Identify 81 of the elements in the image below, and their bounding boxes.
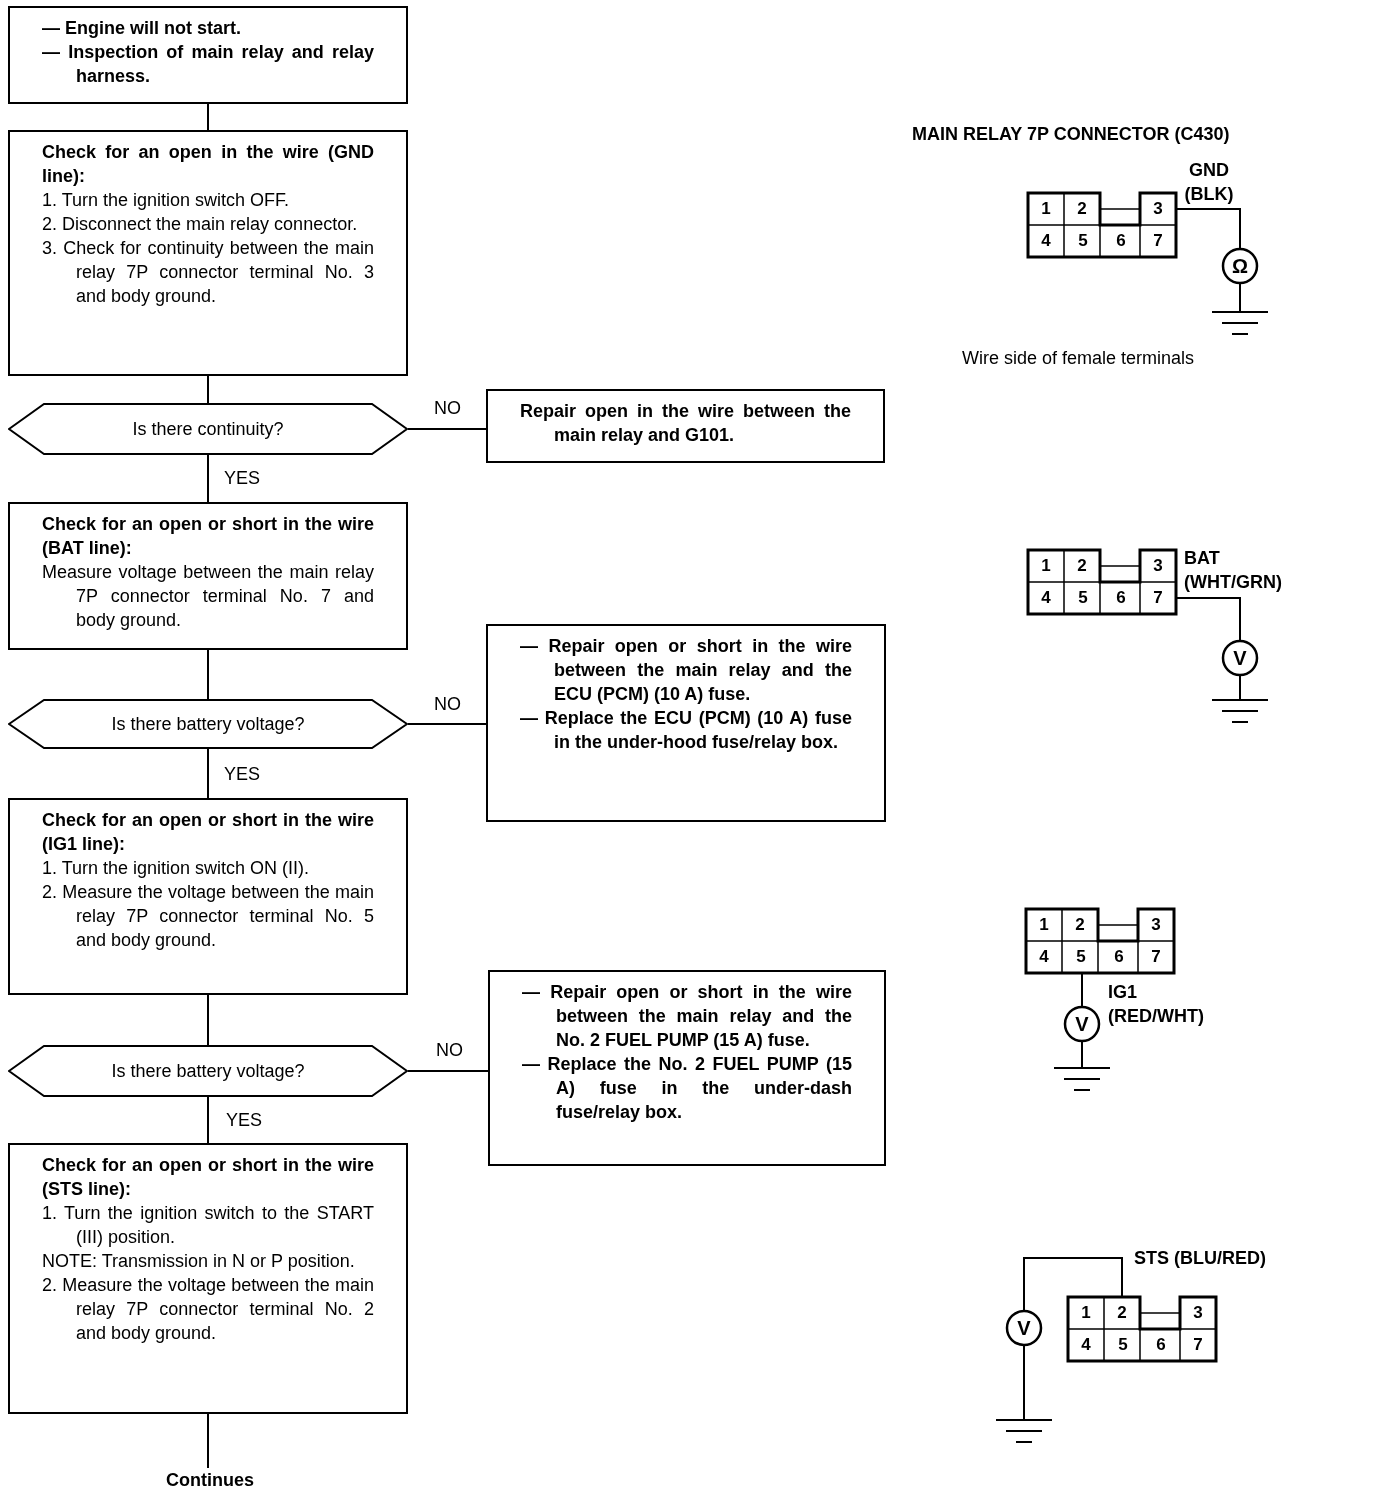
connector-line <box>207 1096 209 1144</box>
instruction-text: — Replace the ECU (PCM) (10 A) fuse in the under-hood fuse/relay box. <box>520 707 852 754</box>
instruction-text: — Inspection of main relay and relay harness. <box>42 41 374 88</box>
pin-number: 3 <box>1150 915 1162 935</box>
question-text: Is there battery voltage? <box>111 713 305 735</box>
pin-number: 7 <box>1192 1335 1204 1355</box>
pin-number: 7 <box>1152 231 1164 251</box>
connector-line <box>407 723 487 725</box>
question-text: Is there battery voltage? <box>111 1060 305 1082</box>
repair-box <box>8 6 408 104</box>
instruction-text: — Repair open or short in the wire between the main relay and the No. 2 FUEL PUMP (15 A) fuse. <box>522 981 852 1052</box>
connector-line <box>407 428 487 430</box>
heading-text: Check for an open or short in the wire (BAT line): <box>42 513 374 560</box>
check-box <box>8 798 408 995</box>
step-text: 2. Measure the voltage between the main relay 7P connector terminal No. 5 and body ground. <box>42 881 374 952</box>
repair-box <box>486 389 885 463</box>
check-box <box>8 1143 408 1414</box>
meter-label: V <box>1016 1317 1032 1339</box>
section-heading: MAIN RELAY 7P CONNECTOR (C430) <box>912 123 1230 146</box>
wire-label: GND (BLK) <box>1183 159 1235 206</box>
pin-number: 1 <box>1038 915 1050 935</box>
pin-number: 1 <box>1040 199 1052 219</box>
continuation-label: Continues <box>165 1469 255 1492</box>
step-text: 1. Turn the ignition switch OFF. <box>42 189 291 212</box>
instruction-text: — Replace the No. 2 FUEL PUMP (15 A) fuse in the under-dash fuse/relay box. <box>522 1053 852 1124</box>
pin-number: 4 <box>1038 947 1050 967</box>
step-text: NOTE: Transmission in N or P position. <box>42 1250 356 1273</box>
pin-number: 1 <box>1040 556 1052 576</box>
connector-line <box>407 1070 489 1072</box>
pin-number: 1 <box>1080 1303 1092 1323</box>
instruction-text: Repair open in the wire between the main relay and G101. <box>520 400 851 447</box>
step-text: 2. Measure the voltage between the main relay 7P connector terminal No. 2 and body ground. <box>42 1274 374 1345</box>
wire-label: IG1 (RED/WHT) <box>1108 981 1205 1028</box>
pin-number: 5 <box>1075 947 1087 967</box>
wire-label: STS (BLU/RED) <box>1134 1247 1266 1270</box>
step-text: Measure voltage between the main relay 7P connector terminal No. 7 and body ground. <box>42 561 374 632</box>
connector-line <box>207 103 209 131</box>
connector-line <box>207 375 209 404</box>
repair-box <box>488 970 886 1166</box>
heading-text: Check for an open or short in the wire (IG1 line): <box>42 809 374 856</box>
pin-number: 6 <box>1155 1335 1167 1355</box>
connector-line <box>207 1413 209 1469</box>
question-text: Is there continuity? <box>132 418 284 440</box>
pin-number: 5 <box>1077 231 1089 251</box>
instruction-text: — Engine will not start. <box>42 17 242 40</box>
heading-text: Check for an open in the wire (GND line): <box>42 141 374 188</box>
pin-number: 3 <box>1152 556 1164 576</box>
pin-number: 6 <box>1113 947 1125 967</box>
pin-number: 4 <box>1080 1335 1092 1355</box>
meter-label: Ω <box>1230 255 1249 277</box>
caption-text: Wire side of female terminals <box>962 347 1195 370</box>
pin-number: 6 <box>1115 231 1127 251</box>
pin-number: 7 <box>1152 588 1164 608</box>
pin-number: 2 <box>1116 1303 1128 1323</box>
connector-line <box>207 748 209 799</box>
pin-number: 6 <box>1115 588 1127 608</box>
pin-number: 5 <box>1077 588 1089 608</box>
meter-label: V <box>1232 647 1248 669</box>
pin-number: 4 <box>1040 588 1052 608</box>
pin-number: 4 <box>1040 231 1052 251</box>
step-text: 3. Check for continuity between the main relay 7P connector terminal No. 3 and body ground. <box>42 237 374 308</box>
step-text: 1. Turn the ignition switch to the START (III) position. <box>42 1202 374 1249</box>
connector-line <box>207 994 209 1046</box>
pin-number: 5 <box>1117 1335 1129 1355</box>
heading-text: Check for an open or short in the wire (STS line): <box>42 1154 374 1201</box>
pin-number: 7 <box>1150 947 1162 967</box>
wire-label: BAT (WHT/GRN) <box>1184 547 1283 594</box>
meter-label: V <box>1074 1013 1090 1035</box>
repair-box <box>486 624 886 822</box>
instruction-text: — Repair open or short in the wire between the main relay and the ECU (PCM) (10 A) fuse. <box>520 635 852 706</box>
pin-number: 3 <box>1152 199 1164 219</box>
pin-number: 2 <box>1076 199 1088 219</box>
check-box <box>8 130 408 376</box>
pin-number: 2 <box>1074 915 1086 935</box>
pin-number: 3 <box>1192 1303 1204 1323</box>
step-text: 1. Turn the ignition switch ON (II). <box>42 857 311 880</box>
check-box <box>8 502 408 650</box>
pin-number: 2 <box>1076 556 1088 576</box>
connector-line <box>207 649 209 700</box>
connector-line <box>207 454 209 503</box>
step-text: 2. Disconnect the main relay connector. <box>42 213 359 236</box>
